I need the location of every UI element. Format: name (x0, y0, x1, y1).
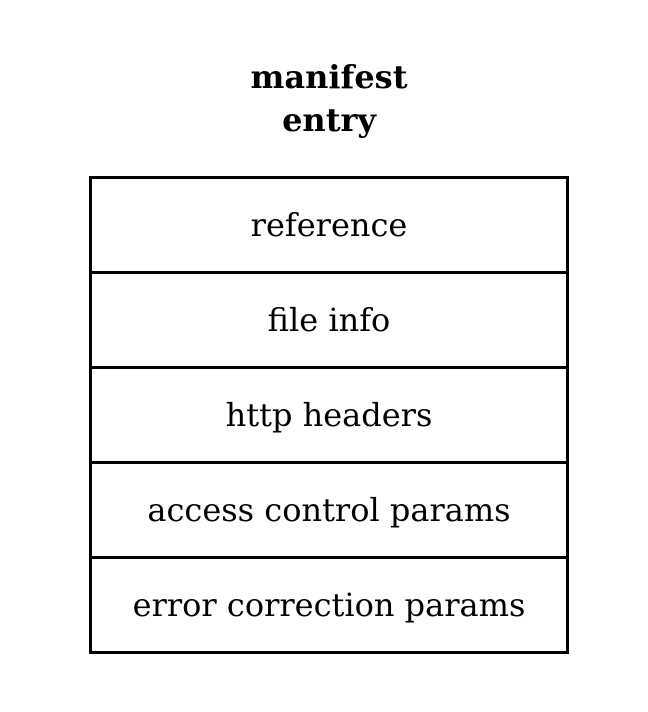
field-file-info: file info (92, 274, 566, 369)
field-access-control-params: access control params (92, 464, 566, 559)
title-line-1: manifest (250, 58, 408, 96)
manifest-entry-structure: reference file info http headers access … (89, 176, 569, 654)
field-http-headers: http headers (92, 369, 566, 464)
diagram-title: manifest entry (0, 56, 648, 142)
title-line-2: entry (282, 101, 376, 139)
field-reference: reference (92, 179, 566, 274)
field-error-correction-params: error correction params (132, 586, 526, 624)
